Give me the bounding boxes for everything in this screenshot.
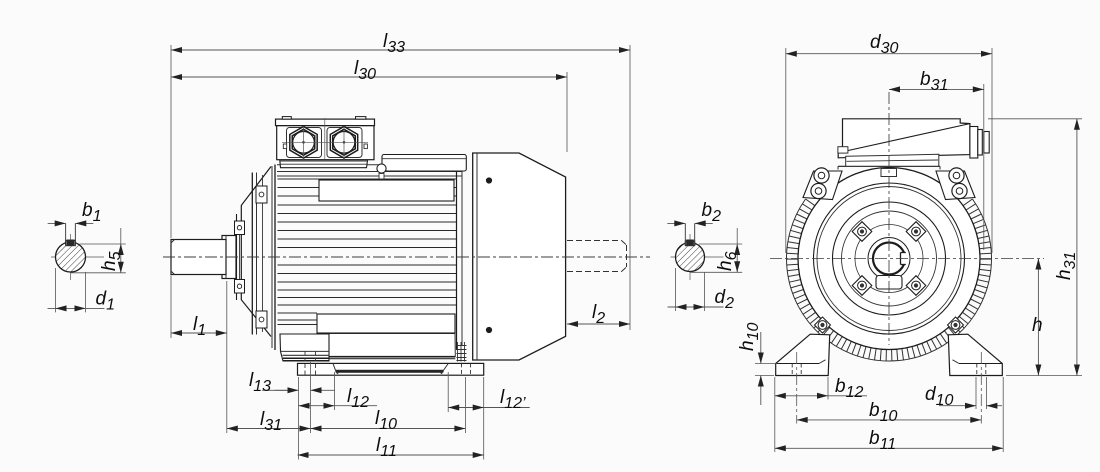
svg-text:h: h (1032, 315, 1043, 336)
